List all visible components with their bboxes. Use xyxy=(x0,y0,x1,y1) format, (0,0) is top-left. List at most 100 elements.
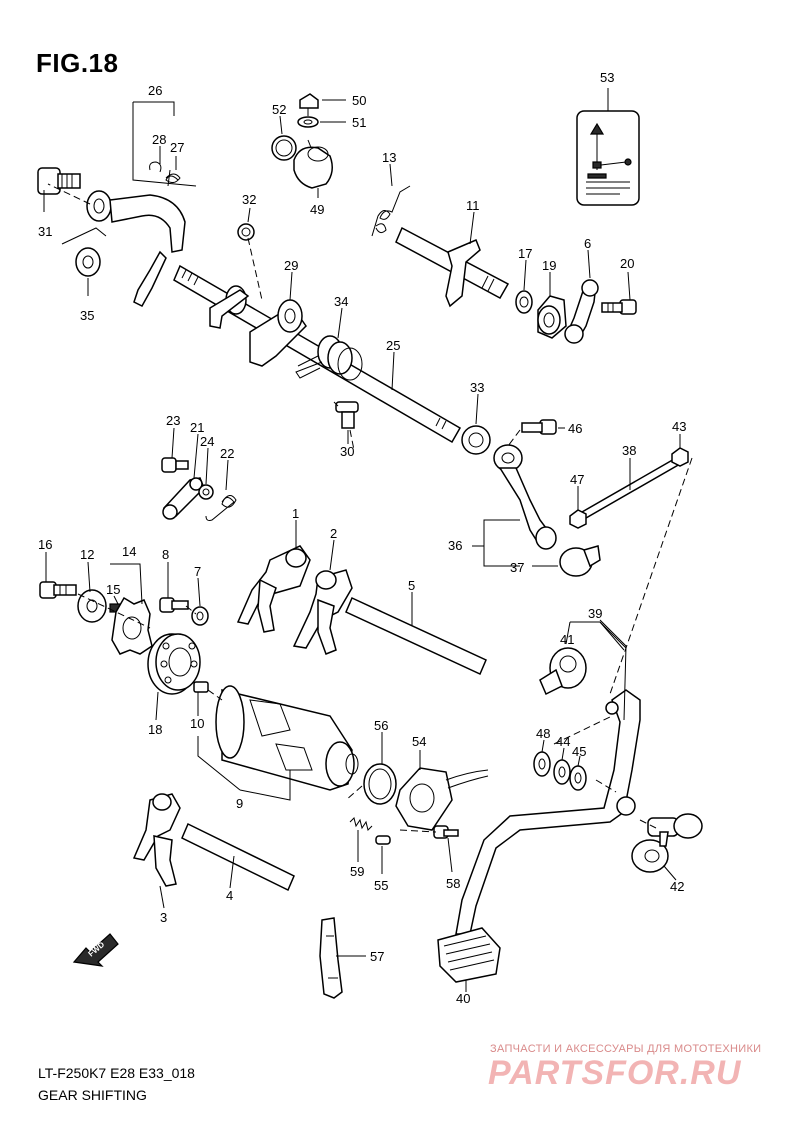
part-6-shift-arm xyxy=(564,279,599,344)
label-1: 1 xyxy=(292,506,299,521)
part-number-labels: 26 28 27 31 35 32 29 34 25 30 33 50 51 5… xyxy=(38,70,686,1006)
label-49: 49 xyxy=(310,202,324,217)
label-14: 14 xyxy=(122,544,136,559)
watermark-logo: PARTSFOR.RU xyxy=(488,1054,742,1092)
label-53: 53 xyxy=(600,70,614,85)
label-47: 47 xyxy=(570,472,584,487)
label-16: 16 xyxy=(38,537,52,552)
part-48-washer xyxy=(533,751,551,777)
part-14-cam-driven-gear xyxy=(111,596,153,655)
label-43: 43 xyxy=(672,419,686,434)
part-3-shift-fork xyxy=(132,793,181,887)
part-16-bolt xyxy=(39,581,77,599)
label-31: 31 xyxy=(38,224,52,239)
label-7: 7 xyxy=(194,564,201,579)
part-36-shift-rod-end xyxy=(493,444,557,550)
part-22-spring xyxy=(205,495,237,521)
leader-lines xyxy=(43,88,681,992)
part-18-bearing xyxy=(147,633,201,695)
label-22: 22 xyxy=(220,446,234,461)
label-2: 2 xyxy=(330,526,337,541)
part-8-bolt xyxy=(159,597,189,613)
part-4-fork-shaft xyxy=(181,822,295,892)
part-41-boot xyxy=(539,647,587,696)
label-32: 32 xyxy=(242,192,256,207)
part-56-o-ring xyxy=(363,763,397,805)
label-26: 26 xyxy=(148,83,162,98)
part-40-gearshift-lever xyxy=(437,689,641,983)
label-20: 20 xyxy=(620,256,634,271)
part-49-cam-stopper xyxy=(293,146,333,189)
gear-shift-pattern-label-icon xyxy=(586,122,632,195)
part-19-bearing xyxy=(537,295,567,339)
assembly-dash-lines xyxy=(47,139,693,833)
part-38-shift-rod xyxy=(580,457,682,519)
label-24: 24 xyxy=(200,434,214,449)
label-10: 10 xyxy=(190,716,204,731)
label-9: 9 xyxy=(236,796,243,811)
part-57-guide xyxy=(319,917,343,999)
label-38: 38 xyxy=(622,443,636,458)
label-29: 29 xyxy=(284,258,298,273)
watermark-caption: ЗАПЧАСТИ И АКСЕССУАРЫ ДЛЯ МОТОТЕХНИКИ xyxy=(490,1043,762,1055)
part-5-fork-shaft xyxy=(345,596,487,676)
label-4: 4 xyxy=(226,888,233,903)
part-23-bolt xyxy=(161,457,189,473)
label-11: 11 xyxy=(466,198,480,213)
part-17-washer xyxy=(515,290,533,314)
label-18: 18 xyxy=(148,722,162,737)
part-45-washer xyxy=(569,765,587,791)
model-code: LT-F250K7 E28 E33_018 xyxy=(38,1065,195,1081)
part-42-pivot xyxy=(631,813,703,873)
part-59-spring xyxy=(349,817,373,831)
part-1-shift-fork xyxy=(236,545,311,633)
part-54-gear-position-switch xyxy=(395,767,489,831)
part-28-circlip xyxy=(149,161,162,173)
label-37: 37 xyxy=(510,560,524,575)
label-40: 40 xyxy=(456,991,470,1006)
part-47-nut xyxy=(569,509,587,529)
part-44-washer xyxy=(553,759,571,785)
part-9-gearshift-cam xyxy=(215,685,359,791)
label-39: 39 xyxy=(588,606,602,621)
part-12-washer xyxy=(77,589,107,623)
part-46-bolt xyxy=(521,419,557,435)
part-11-shift-shaft xyxy=(395,226,510,308)
label-55: 55 xyxy=(374,878,388,893)
part-drawings: FWD xyxy=(37,93,703,999)
label-34: 34 xyxy=(334,294,348,309)
label-27: 27 xyxy=(170,140,184,155)
label-33: 33 xyxy=(470,380,484,395)
part-35-washer xyxy=(75,247,101,277)
label-51: 51 xyxy=(352,115,366,130)
label-5: 5 xyxy=(408,578,415,593)
label-30: 30 xyxy=(340,444,354,459)
label-58: 58 xyxy=(446,876,460,891)
figure-title: FIG.18 xyxy=(36,48,119,78)
part-13-spring xyxy=(371,185,411,237)
part-33-oil-seal xyxy=(461,425,491,455)
label-17: 17 xyxy=(518,246,532,261)
part-20-bolt xyxy=(601,299,637,315)
label-25: 25 xyxy=(386,338,400,353)
label-6: 6 xyxy=(584,236,591,251)
label-12: 12 xyxy=(80,547,94,562)
label-44: 44 xyxy=(556,734,570,749)
part-25-gearshift-shaft xyxy=(173,264,462,444)
part-43-nut xyxy=(671,447,689,467)
label-46: 46 xyxy=(568,421,582,436)
label-13: 13 xyxy=(382,150,396,165)
fwd-arrow-icon: FWD xyxy=(72,933,119,967)
label-23: 23 xyxy=(166,413,180,428)
part-53-shift-pattern-label xyxy=(576,110,640,206)
label-21: 21 xyxy=(190,420,204,435)
part-55-pin xyxy=(375,835,391,845)
part-2-shift-fork xyxy=(292,569,353,655)
part-50-bolt xyxy=(299,93,319,116)
label-19: 19 xyxy=(542,258,556,273)
part-26-gearshift-arm xyxy=(86,190,186,307)
part-30-stopper-bolt xyxy=(333,401,359,429)
part-58-bolt xyxy=(433,825,459,839)
